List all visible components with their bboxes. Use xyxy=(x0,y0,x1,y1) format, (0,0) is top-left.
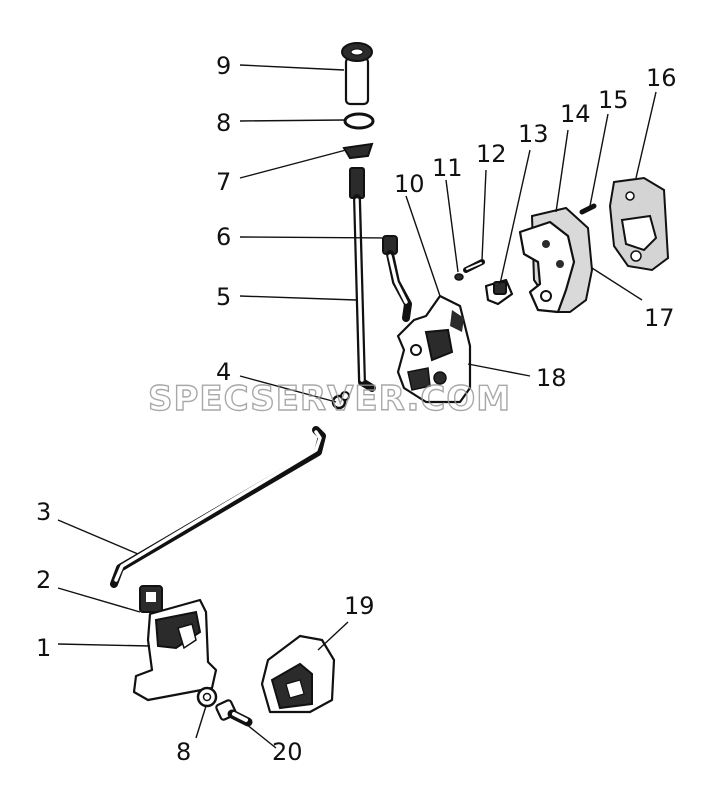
leader-20 xyxy=(245,723,277,749)
callout-9: 9 xyxy=(216,52,231,80)
leader-13 xyxy=(499,149,531,285)
leader-2 xyxy=(57,587,141,613)
leader-10 xyxy=(405,195,441,297)
part-1-inside-handle xyxy=(132,598,218,702)
callout-20: 20 xyxy=(272,738,303,766)
leader-7 xyxy=(239,149,347,179)
callout-2: 2 xyxy=(36,566,51,594)
callout-15: 15 xyxy=(598,86,629,114)
callout-13: 13 xyxy=(518,120,549,148)
part-4-small-clip xyxy=(331,391,350,410)
part-10-18-lock-mechanism xyxy=(396,294,472,404)
part-20-bolt xyxy=(215,699,253,727)
callout-6: 6 xyxy=(216,223,231,251)
leader-17 xyxy=(591,267,643,301)
callout-4: 4 xyxy=(216,358,231,386)
callout-19: 19 xyxy=(344,592,375,620)
part-16-gasket xyxy=(608,176,670,272)
callout-18: 18 xyxy=(536,364,567,392)
part-8-washer-bottom xyxy=(196,686,218,708)
leader-8-bottom xyxy=(195,705,207,739)
part-9-lock-cylinder xyxy=(341,42,373,106)
leader-19 xyxy=(317,621,349,651)
leader-4 xyxy=(239,375,337,403)
callout-10: 10 xyxy=(394,170,425,198)
callout-8-top: 8 xyxy=(216,109,231,137)
callout-12: 12 xyxy=(476,140,507,168)
leader-15 xyxy=(589,113,609,207)
leader-18 xyxy=(467,363,531,377)
part-8-washer-top xyxy=(343,112,375,130)
leader-8-top xyxy=(239,119,345,122)
leader-11 xyxy=(445,179,459,273)
leader-5 xyxy=(239,295,357,301)
leader-12 xyxy=(481,169,487,261)
callout-labels: 9 8 7 6 5 4 3 2 1 8 20 19 10 11 12 13 14… xyxy=(36,52,677,766)
part-13-bushing xyxy=(484,278,514,306)
callout-8-bottom: 8 xyxy=(176,738,191,766)
leader-lines xyxy=(57,64,657,749)
part-7-clip xyxy=(342,142,374,160)
leader-14 xyxy=(555,129,569,213)
part-15-screw xyxy=(579,203,597,215)
callout-14: 14 xyxy=(560,100,591,128)
part-11-screw xyxy=(454,273,464,281)
part-19-handle-housing xyxy=(260,634,336,714)
watermark-text: SPECSERVER.COM xyxy=(148,379,511,419)
callout-11: 11 xyxy=(432,154,463,182)
callout-1: 1 xyxy=(36,634,51,662)
part-5-vertical-rod xyxy=(349,167,376,392)
leader-16 xyxy=(635,91,657,179)
leader-1 xyxy=(57,643,151,647)
callout-16: 16 xyxy=(646,64,677,92)
callout-17: 17 xyxy=(644,304,675,332)
part-2-clip xyxy=(139,585,163,613)
callout-5: 5 xyxy=(216,283,231,311)
leader-9 xyxy=(239,64,345,71)
part-6-link-rod xyxy=(382,235,412,322)
leader-3 xyxy=(57,519,139,555)
callout-7: 7 xyxy=(216,168,231,196)
part-12-bolt xyxy=(463,259,485,273)
part-3-long-rod xyxy=(110,426,326,588)
callout-3: 3 xyxy=(36,498,51,526)
leader-6 xyxy=(239,236,385,239)
part-14-17-striker-assembly xyxy=(518,206,594,314)
